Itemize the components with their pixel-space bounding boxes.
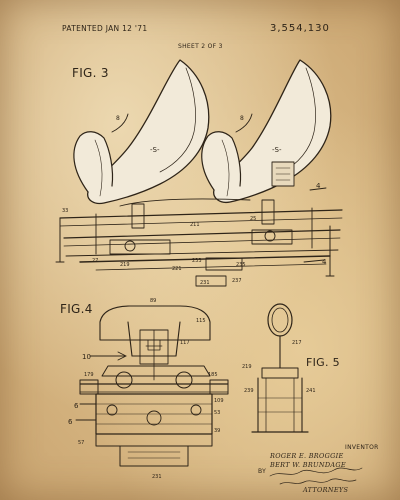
inventor-label: INVENTOR — [345, 444, 379, 451]
svg-text:-S-: -S- — [150, 146, 160, 154]
right-seat-shell: 8 -S- — [201, 59, 332, 204]
fig5-label: FIG. 5 — [306, 356, 340, 369]
svg-text:239: 239 — [244, 388, 254, 394]
left-seat-shell: 8 -S- — [73, 59, 210, 205]
sheet-number: SHEET 2 OF 3 — [178, 43, 223, 50]
svg-text:109: 109 — [214, 398, 224, 404]
fig3-label: FIG. 3 — [72, 66, 109, 80]
by-label: BY — [258, 468, 267, 475]
attorney-signature — [269, 467, 363, 485]
svg-text:217: 217 — [292, 340, 302, 346]
inventor-name-1: ROGER E. BROGGIE — [270, 452, 344, 460]
svg-text:27: 27 — [92, 258, 98, 264]
svg-text:25: 25 — [250, 216, 256, 222]
patent-number: 3,554,130 — [270, 23, 330, 34]
fig3-drawing: 8 -S- 8 -S- — [55, 59, 343, 287]
attorneys-label: ATTORNEYS — [303, 486, 349, 494]
svg-text:115: 115 — [196, 318, 206, 324]
svg-text:231: 231 — [152, 474, 162, 480]
svg-text:-S-: -S- — [272, 146, 282, 154]
svg-text:4: 4 — [316, 182, 321, 190]
svg-text:237: 237 — [232, 278, 242, 284]
fig5-drawing: 217 219 239 241 — [242, 303, 316, 433]
svg-text:4: 4 — [322, 258, 327, 266]
svg-text:231: 231 — [200, 280, 210, 286]
svg-text:10: 10 — [82, 353, 91, 361]
fig4-drawing: 10 6 6 179 185 109 53 39 57 115 117 89 2… — [68, 298, 229, 480]
svg-text:219: 219 — [242, 364, 252, 370]
svg-text:89: 89 — [150, 298, 156, 304]
svg-text:185: 185 — [208, 372, 218, 378]
svg-text:233: 233 — [192, 258, 202, 264]
svg-text:33: 33 — [62, 208, 68, 214]
svg-text:57: 57 — [78, 440, 84, 446]
fig3-platform: 4 4 27 233 231 237 235 219 221 33 25 211 — [55, 182, 343, 287]
svg-text:6: 6 — [74, 402, 79, 410]
svg-text:235: 235 — [236, 262, 246, 268]
svg-text:221: 221 — [172, 266, 182, 272]
svg-text:211: 211 — [190, 222, 200, 228]
svg-text:179: 179 — [84, 372, 94, 378]
svg-text:6: 6 — [68, 418, 73, 426]
svg-text:8: 8 — [116, 115, 120, 122]
svg-text:53: 53 — [214, 410, 220, 416]
inventor-name-2: BERT W. BRUNDAGE — [270, 461, 346, 469]
svg-text:219: 219 — [120, 262, 130, 268]
svg-text:241: 241 — [306, 388, 316, 394]
svg-text:8: 8 — [240, 115, 244, 122]
patent-date: PATENTED JAN 12 '71 — [62, 24, 148, 33]
svg-text:117: 117 — [180, 340, 190, 346]
fig4-label: FIG.4 — [60, 302, 93, 316]
svg-text:39: 39 — [214, 428, 220, 434]
